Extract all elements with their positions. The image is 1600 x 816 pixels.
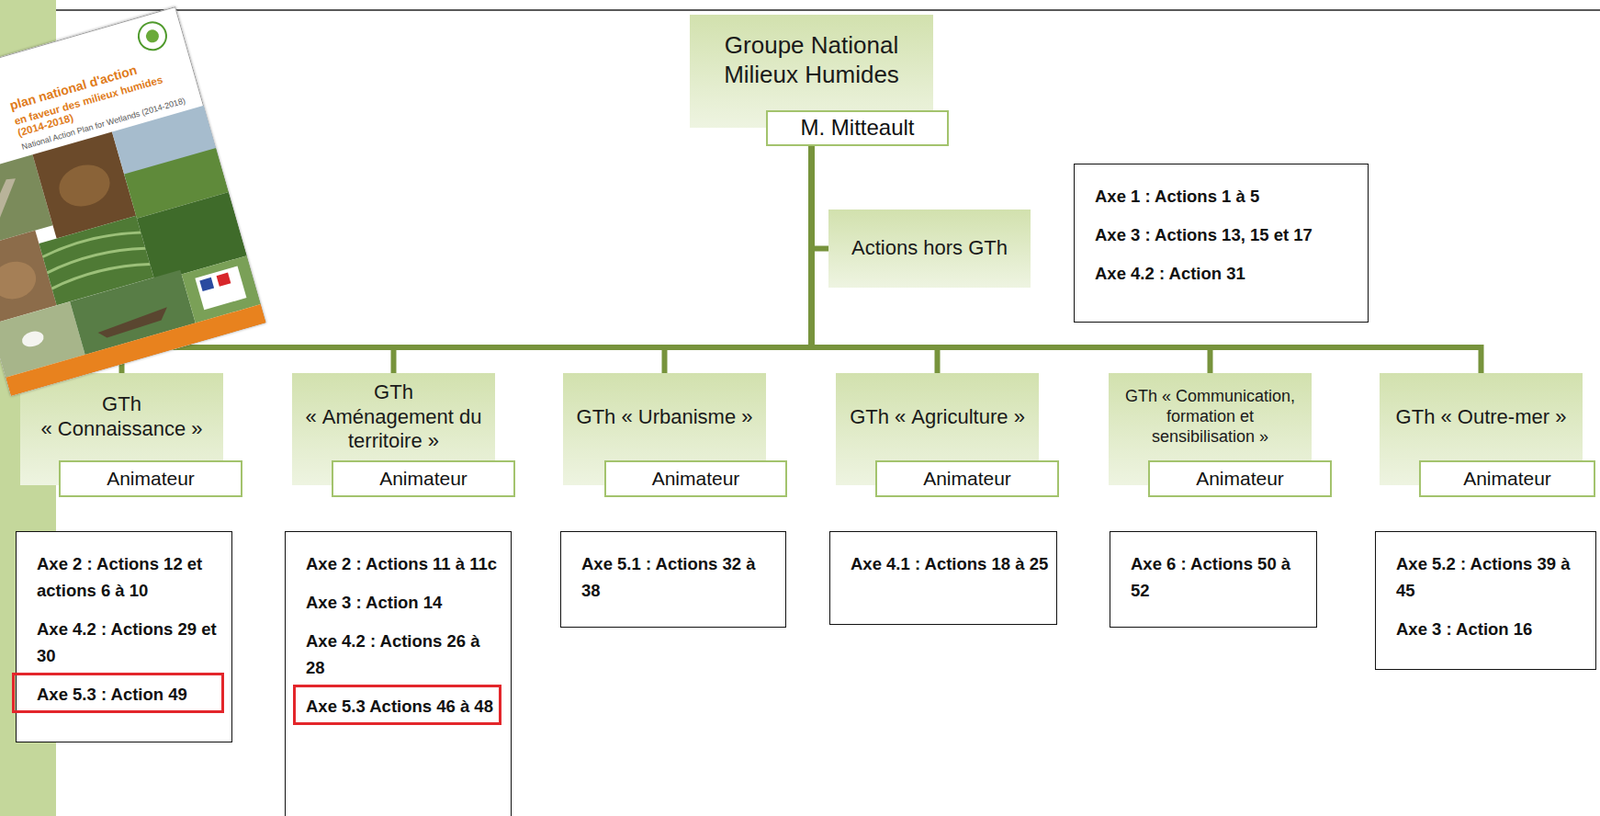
action-list: Axe 4.1 : Actions 18 à 25 — [829, 530, 1058, 625]
tag-text: Animateur — [106, 467, 195, 489]
leader-tag: Animateur — [875, 460, 1060, 497]
action-item: Axe 2 : Actions 11 à 11c — [305, 550, 504, 577]
action-item: Axe 5.1 : Actions 32 à 38 — [581, 550, 778, 604]
frame-line — [56, 9, 1600, 12]
action-item: Axe 3 : Action 14 — [305, 588, 504, 616]
action-item: Axe 5.3 Actions 46 à 48 — [305, 692, 504, 720]
tree-connector — [394, 146, 812, 373]
tag-text: Animateur — [379, 467, 468, 489]
action-item: Axe 3 : Action 16 — [1396, 615, 1589, 643]
process-box: Actions hors GTh — [828, 209, 1031, 288]
leader-tag: Animateur — [58, 460, 243, 497]
box-title: Actions hors GTh — [851, 236, 1008, 261]
tree-connector — [122, 146, 812, 373]
tag-text: Animateur — [1195, 467, 1285, 489]
action-list: Axe 2 : Actions 11 à 11cAxe 3 : Action 1… — [284, 530, 512, 816]
box-title: Groupe National Milieux Humides — [698, 31, 924, 90]
action-list: Axe 6 : Actions 50 à 52 — [1109, 530, 1318, 628]
action-item: Axe 4.1 : Actions 18 à 25 — [850, 550, 1049, 577]
action-item: Axe 2 : Actions 12 et actions 6 à 10 — [36, 550, 225, 604]
action-list: Axe 2 : Actions 12 et actions 6 à 10 Axe … — [15, 530, 233, 743]
action-item: Axe 4.2 : Actions 29 et 30 — [36, 615, 225, 669]
action-item: Axe 1 : Actions 1 à 5 — [1094, 182, 1361, 210]
leader-tag: Animateur — [1419, 460, 1596, 497]
box-title: GTh « Connaissance » — [27, 392, 216, 442]
box-title: GTh « Communication, formation et sensib… — [1115, 386, 1305, 448]
box-title: GTh « Agriculture » — [849, 405, 1026, 430]
action-list: Axe 1 : Actions 1 à 5 Axe 3 : Actions 13,… — [1073, 163, 1369, 323]
leader-tag: M. Mitteault — [766, 110, 949, 147]
tag-text: Animateur — [652, 467, 741, 489]
action-list: Axe 5.1 : Actions 32 à 38 — [560, 530, 787, 628]
leader-tag: Animateur — [331, 460, 516, 497]
action-item: Axe 4.2 : Action 31 — [1094, 259, 1361, 287]
box-title: GTh « Aménagement du territoire » — [299, 380, 488, 454]
action-item: Axe 4.2 : Actions 26 à 28 — [305, 627, 504, 681]
box-title: GTh « Outre-mer » — [1396, 405, 1567, 430]
action-item: Axe 5.2 : Actions 39 à 45 — [1396, 550, 1589, 604]
box-title: GTh « Urbanisme » — [576, 405, 754, 430]
action-item: Axe 6 : Actions 50 à 52 — [1130, 550, 1309, 604]
tree-connector — [811, 146, 830, 249]
action-list: Axe 5.2 : Actions 39 à 45 Axe 3 : Action … — [1374, 530, 1597, 670]
book-cover: plan national d'actionen faveur des mili… — [0, 6, 267, 396]
action-item: Axe 5.3 : Action 49 — [36, 680, 225, 708]
leader-tag: Animateur — [604, 460, 788, 497]
action-item: Axe 3 : Actions 13, 15 et 17 — [1094, 221, 1361, 248]
tree-connector — [811, 146, 1482, 373]
tag-text: Animateur — [923, 467, 1012, 489]
tag-text: M. Mitteault — [800, 115, 914, 140]
tag-text: Animateur — [1463, 467, 1552, 489]
tree-connector — [664, 146, 812, 373]
leader-tag: Animateur — [1148, 460, 1332, 497]
